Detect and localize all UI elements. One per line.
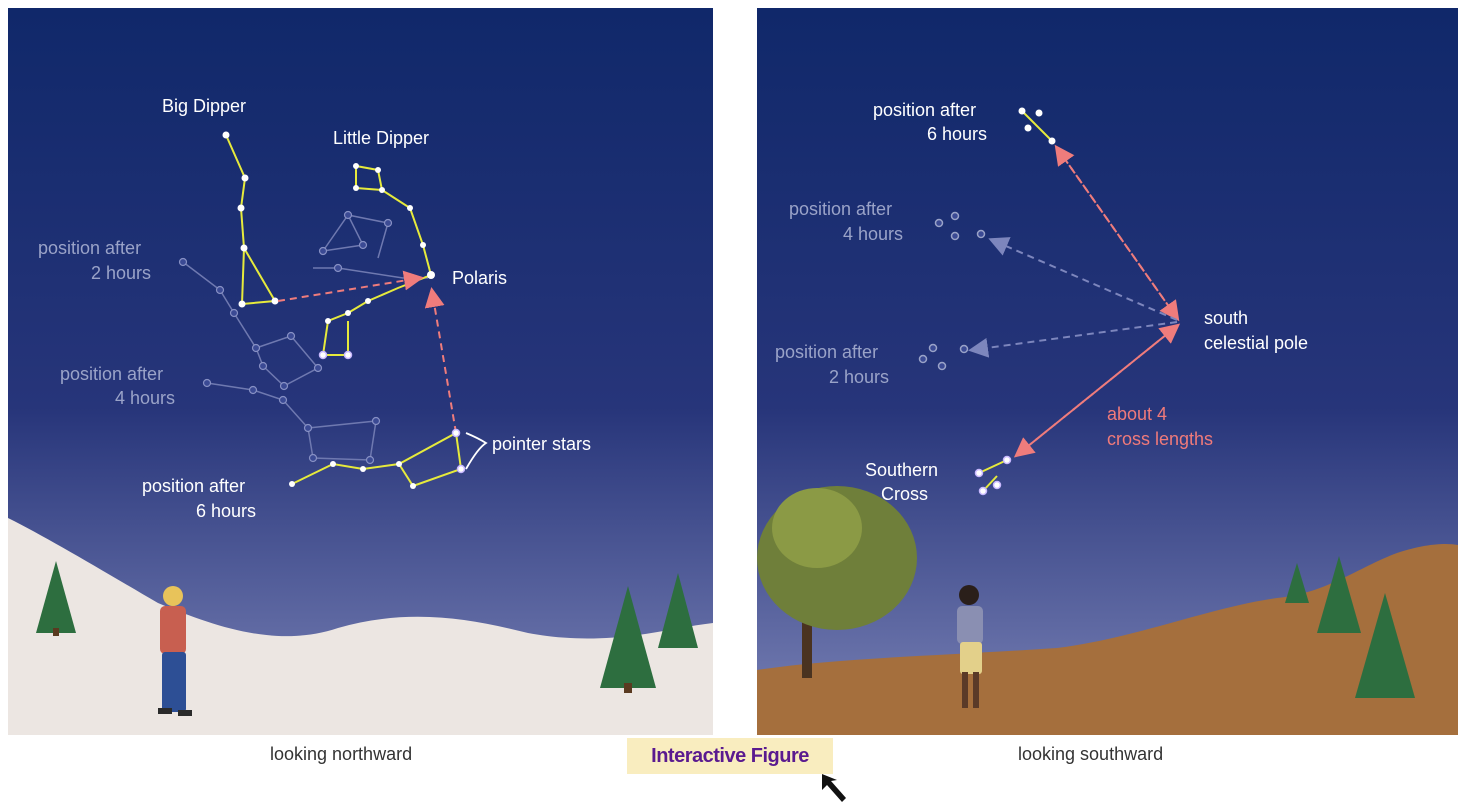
cross-length-label-line1: about 4 [1107, 404, 1167, 424]
arrow-6h [1054, 144, 1178, 319]
arrow-4h [988, 237, 1178, 321]
pole-label-line1: south [1204, 308, 1248, 328]
big-dipper [222, 131, 279, 308]
southern-cross-label-line1: Southern [865, 460, 938, 480]
tree-icon [36, 561, 698, 693]
pointer-stars-bracket [465, 432, 488, 470]
pole-label-line2: celestial pole [1204, 333, 1308, 353]
arrow-cross-back [1016, 323, 1181, 456]
pos6-label-line2: 6 hours [196, 501, 256, 521]
cross-6h [1018, 107, 1056, 145]
pos4-label-line2: 4 hours [115, 388, 175, 408]
pos2-label-line2: 2 hours [91, 263, 151, 283]
north-caption: looking northward [270, 744, 413, 764]
pos2-label-line2: 2 hours [829, 367, 889, 387]
polaris-label: Polaris [452, 268, 507, 288]
pos6-label-line1: position after [873, 100, 976, 120]
southern-cross-label-line2: Cross [881, 484, 928, 504]
pos2-label-line1: position after [775, 342, 878, 362]
tree-icon [757, 486, 917, 678]
polaris-star [427, 271, 435, 279]
pos4-label-line1: position after [789, 199, 892, 219]
big-dipper-label: Big Dipper [162, 96, 246, 116]
person-icon [158, 586, 192, 716]
south-sky-illustration: position after 6 hours position after 4 … [757, 8, 1458, 735]
pos6-label-line1: position after [142, 476, 245, 496]
southern-cross [974, 455, 1012, 496]
cross-4h [934, 211, 986, 241]
arrow-2h [968, 321, 1178, 358]
pos4-label-line2: 4 hours [843, 224, 903, 244]
desert-ground [757, 543, 1458, 735]
cross-length-label-line2: cross lengths [1107, 429, 1213, 449]
dipper-6-hours [289, 428, 466, 489]
pos6-label-line2: 6 hours [927, 124, 987, 144]
pos2-label-line1: position after [38, 238, 141, 258]
little-dipper-label: Little Dipper [333, 128, 429, 148]
faded-stars [178, 210, 393, 465]
south-sky-panel: position after 6 hours position after 4 … [757, 8, 1458, 735]
north-sky-panel: Big Dipper Little Dipper Polaris pointer… [8, 8, 713, 735]
north-sky-illustration: Big Dipper Little Dipper Polaris pointer… [8, 8, 713, 735]
cursor-arrow-icon [822, 774, 846, 802]
cross-2h [918, 343, 969, 371]
pine-tree-icon [1285, 556, 1415, 698]
interactive-figure-button[interactable]: Interactive Figure [627, 738, 833, 774]
arrow-6h-back [1056, 147, 1180, 322]
person-icon [957, 585, 983, 708]
pointer-stars-label: pointer stars [492, 434, 591, 454]
arrow-to-polaris-2 [424, 287, 457, 434]
south-caption: looking southward [1018, 744, 1164, 764]
pos4-label-line1: position after [60, 364, 163, 384]
